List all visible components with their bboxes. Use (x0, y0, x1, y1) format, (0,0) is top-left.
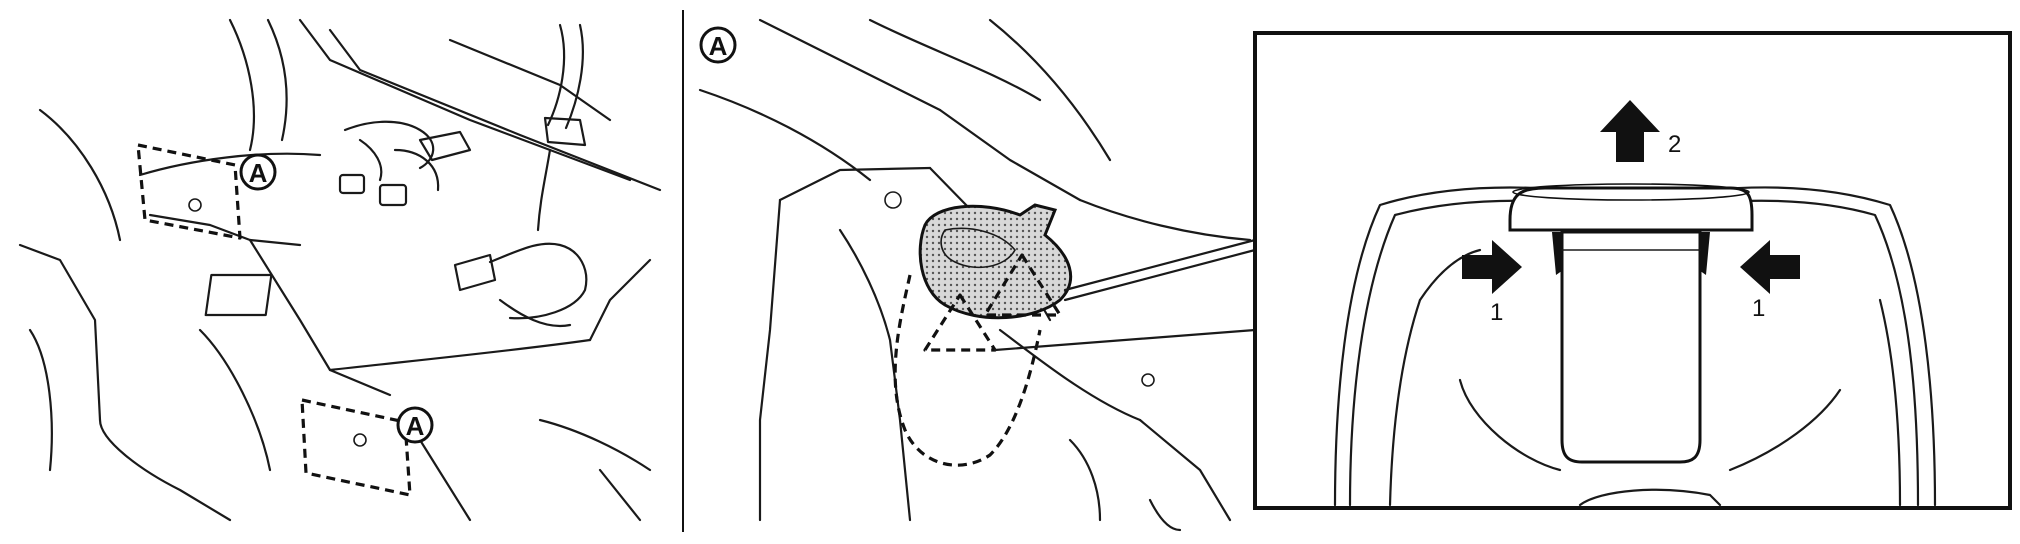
arrow-right-icon (1462, 240, 1522, 294)
label-step-1-right: 1 (1752, 295, 1765, 322)
callout-a-closeup: A (699, 26, 737, 64)
svg-text:A: A (709, 31, 728, 61)
left-panel-floor-view: A A (18, 18, 662, 522)
detail-window: 2 1 1 (1253, 31, 2012, 510)
svg-text:A: A (406, 411, 425, 441)
label-step-1-left: 1 (1490, 299, 1503, 326)
label-step-2: 2 (1668, 131, 1681, 158)
svg-text:A: A (249, 158, 268, 188)
arrow-left-icon (1740, 240, 1800, 294)
middle-panel-closeup: A (698, 18, 1257, 532)
clip-shank (1560, 230, 1702, 464)
callout-a-upper: A (239, 153, 277, 191)
callout-a-lower: A (396, 406, 434, 444)
arrow-up-icon (1600, 100, 1660, 162)
clip-cover-hatched (918, 203, 1073, 320)
